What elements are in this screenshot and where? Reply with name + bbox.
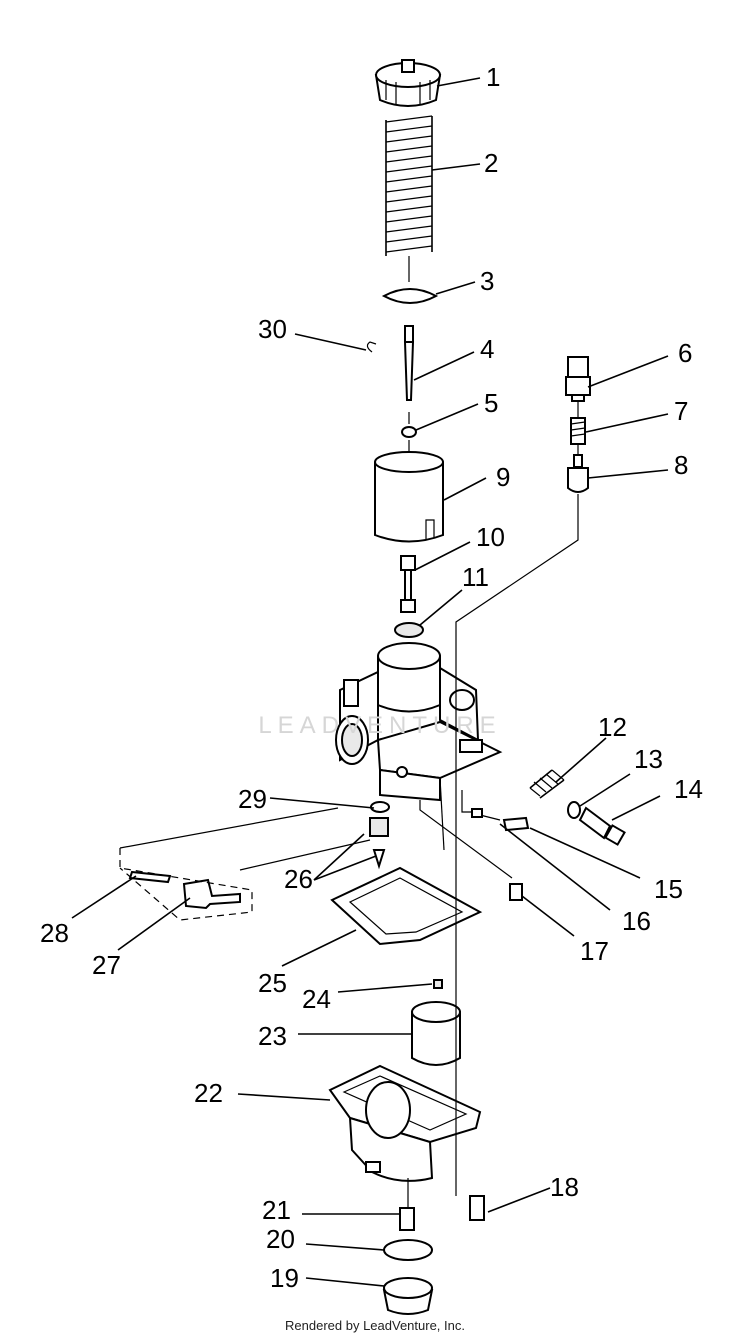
part-14-idle-screw — [578, 806, 626, 846]
callout-1: 1 — [486, 62, 500, 92]
part-26-needle-valve — [369, 817, 389, 870]
callout-17: 17 — [580, 936, 609, 966]
part-18-screw — [469, 1195, 485, 1221]
callout-25: 25 — [258, 968, 287, 998]
part-3-plate — [381, 288, 439, 304]
part-6-plug — [565, 356, 591, 402]
callout-8: 8 — [674, 450, 688, 480]
part-19-drain-plug — [382, 1277, 434, 1315]
callout-10: 10 — [476, 522, 505, 552]
part-15-air-screw — [502, 816, 530, 832]
leader-lines — [71, 77, 669, 1287]
callout-2: 2 — [484, 148, 498, 178]
callout-7: 7 — [674, 396, 688, 426]
callout-11: 11 — [462, 562, 489, 592]
part-21-main-jet — [399, 1207, 415, 1231]
callout-numbers: 1 2 3 4 5 6 7 8 9 10 11 12 13 14 15 16 1… — [40, 62, 703, 1293]
callout-15: 15 — [654, 874, 683, 904]
part-23-float — [411, 1001, 461, 1066]
part-7-spring — [570, 417, 586, 445]
part-9-throttle-slide — [374, 451, 444, 543]
part-22-float-bowl — [328, 1064, 482, 1182]
callout-28: 28 — [40, 918, 69, 948]
part-27-float-arm — [182, 878, 241, 910]
part-28-float-pin — [128, 870, 172, 884]
callout-19: 19 — [270, 1263, 299, 1293]
part-2-spring — [385, 115, 433, 282]
callout-3: 3 — [480, 266, 494, 296]
part-5-washer — [401, 426, 417, 438]
part-17-jet — [509, 883, 523, 901]
footer-credit: Rendered by LeadVenture, Inc. — [285, 1318, 465, 1333]
assembly-lines — [119, 401, 579, 1208]
part-12-spring — [529, 769, 565, 799]
part-29-washer — [370, 801, 390, 813]
callout-13: 13 — [634, 744, 663, 774]
part-11-cap-ring — [394, 622, 424, 638]
callout-26: 26 — [284, 864, 313, 894]
part-10-screw — [400, 555, 416, 613]
part-30-clip — [366, 341, 377, 353]
callout-20: 20 — [266, 1224, 295, 1254]
part-1-cap — [374, 59, 442, 107]
callout-30: 30 — [258, 314, 287, 344]
part-13-washer — [567, 801, 581, 819]
part-25-gasket — [330, 866, 483, 946]
callout-9: 9 — [496, 462, 510, 492]
callout-16: 16 — [622, 906, 651, 936]
watermark-text: LEADVENTURE — [258, 712, 502, 739]
part-8-plunger — [567, 454, 589, 493]
callout-6: 6 — [678, 338, 692, 368]
part-carburetor-body — [335, 642, 503, 802]
part-24-small-plug — [433, 979, 443, 989]
callout-22: 22 — [194, 1078, 223, 1108]
callout-29: 29 — [238, 784, 267, 814]
callout-27: 27 — [92, 950, 121, 980]
callout-12: 12 — [598, 712, 627, 742]
callout-14: 14 — [674, 774, 703, 804]
part-4-needle — [403, 325, 415, 401]
callout-4: 4 — [480, 334, 494, 364]
callout-18: 18 — [550, 1172, 579, 1202]
part-20-o-ring — [383, 1239, 433, 1261]
callout-24: 24 — [302, 984, 331, 1014]
callout-5: 5 — [484, 388, 498, 418]
callout-21: 21 — [262, 1195, 291, 1225]
part-16-pilot-screw — [471, 808, 501, 821]
callout-23: 23 — [258, 1021, 287, 1051]
